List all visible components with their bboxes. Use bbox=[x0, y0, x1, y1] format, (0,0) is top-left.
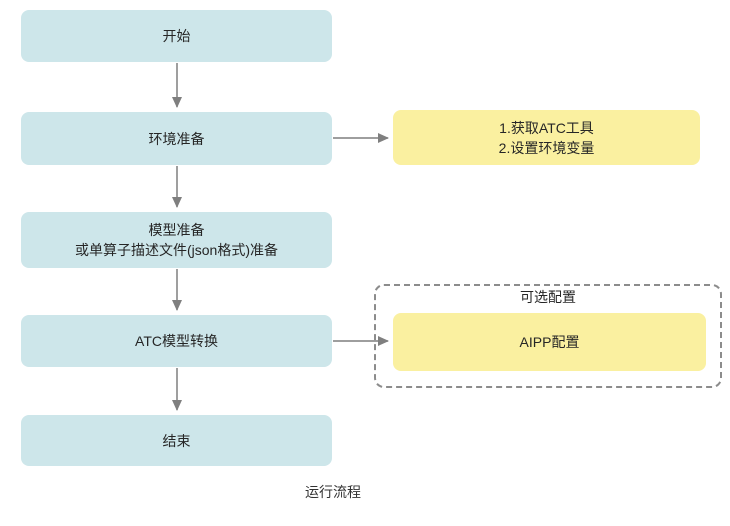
optional-config-group: 可选配置 bbox=[374, 284, 722, 388]
note-env-steps: 1.获取ATC工具 2.设置环境变量 bbox=[393, 110, 700, 165]
note-aipp-config: AIPP配置 bbox=[393, 313, 706, 371]
diagram-caption: 运行流程 bbox=[305, 484, 361, 500]
optional-config-group-title: 可选配置 bbox=[520, 289, 576, 305]
flow-node-env-preparation: 环境准备 bbox=[21, 112, 332, 165]
flow-node-end: 结束 bbox=[21, 415, 332, 466]
flow-node-atc-conversion: ATC模型转换 bbox=[21, 315, 332, 367]
flow-node-model-preparation: 模型准备 或单算子描述文件(json格式)准备 bbox=[21, 212, 332, 268]
flow-node-start: 开始 bbox=[21, 10, 332, 62]
